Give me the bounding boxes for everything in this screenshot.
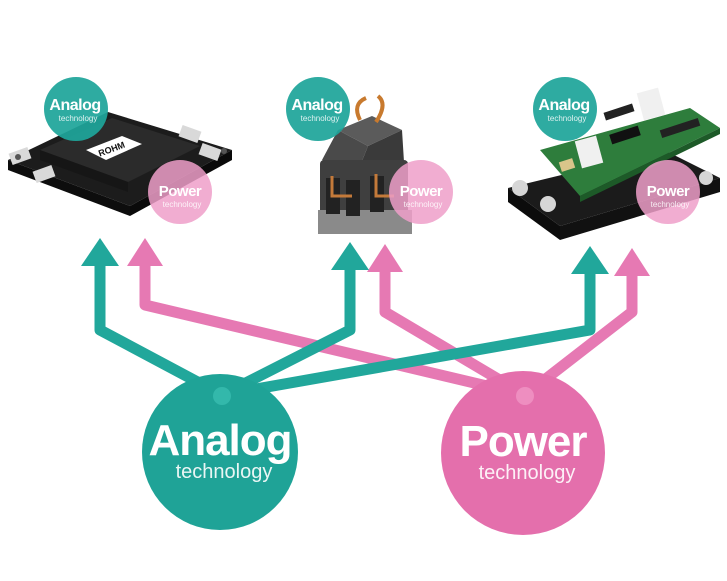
module2-copper: [374, 174, 394, 198]
power-badge-subtitle: technology: [651, 200, 690, 209]
analog-hub-title: Analog: [148, 416, 291, 465]
power-hub-title: Power: [459, 417, 587, 466]
module1-label: [86, 136, 142, 160]
sic-module-connector: [318, 94, 412, 234]
power-arrowhead-middle: [367, 244, 403, 272]
module3-connector: [558, 158, 576, 172]
module1-screw: [221, 148, 227, 154]
module2-clamp: [346, 180, 360, 216]
module1-screw: [15, 154, 21, 160]
analog-arrowhead-right: [571, 246, 609, 274]
module3-transformer: [636, 87, 666, 121]
module3-header: [659, 118, 701, 138]
module1-terminal: [32, 164, 56, 184]
module3-power-badge: Power technology: [636, 160, 700, 224]
power-badge-circle: [389, 160, 453, 224]
module2-wire: [355, 96, 367, 121]
module3-pcb-edge: [580, 128, 720, 202]
power-arrowheads: [127, 238, 650, 276]
analog-badge-subtitle: technology: [301, 114, 340, 123]
module3-terminal: [540, 196, 556, 212]
module3-transformer: [574, 135, 604, 169]
analog-hub-node: [213, 387, 231, 405]
analog-hub-subtitle: technology: [176, 461, 273, 483]
module2-copper: [330, 176, 352, 198]
module3-analog-badge: Analog technology: [533, 77, 597, 141]
module1-analog-badge: Analog technology: [44, 77, 108, 141]
module3-terminal: [699, 171, 713, 185]
power-arrowhead-right: [614, 248, 650, 276]
module2-top: [338, 116, 402, 146]
analog-badge-circle: [286, 77, 350, 141]
analog-badge-title: Analog: [291, 97, 342, 114]
analog-arrowheads: [81, 238, 609, 274]
power-line-middle: [379, 268, 528, 400]
module1-body-front: [40, 150, 128, 192]
analog-line-right: [221, 270, 596, 401]
analog-badge-title: Analog: [49, 97, 100, 114]
analog-line-left: [94, 262, 225, 400]
analog-badge-circle: [44, 77, 108, 141]
analog-badge-title: Analog: [538, 97, 589, 114]
analog-arrowhead-left: [81, 238, 119, 266]
power-badge-circle: [636, 160, 700, 224]
module3-terminal: [512, 180, 528, 196]
module2-power-badge: Power technology: [389, 160, 453, 224]
module3-header: [603, 103, 635, 121]
analog-connectors: [94, 262, 596, 401]
power-badge-subtitle: technology: [163, 200, 202, 209]
module2-housing: [320, 160, 408, 226]
power-badge-circle: [148, 160, 212, 224]
power-badge-title: Power: [400, 183, 443, 200]
analog-badge-subtitle: technology: [548, 114, 587, 123]
power-badge-title: Power: [159, 183, 202, 200]
analog-badge-circle: [533, 77, 597, 141]
module2-wire: [374, 94, 385, 124]
module1-terminal: [178, 124, 202, 144]
module1-terminal: [198, 142, 222, 162]
analog-hub: Analog technology: [142, 374, 298, 530]
module3-chip: [609, 125, 641, 145]
module1-power-badge: Power technology: [148, 160, 212, 224]
power-badge-subtitle: technology: [404, 200, 443, 209]
analog-hub-circle: [142, 374, 298, 530]
power-badge-title: Power: [647, 183, 690, 200]
power-hub: Power technology: [441, 371, 605, 535]
module2-analog-badge: Analog technology: [286, 77, 350, 141]
power-hub-circle: [441, 371, 605, 535]
analog-arrowhead-middle: [331, 242, 369, 270]
power-line-right: [521, 272, 638, 400]
power-hub-node: [516, 387, 534, 405]
analog-line-middle: [219, 266, 356, 400]
module3-base-front: [508, 188, 560, 240]
power-arrowhead-left: [127, 238, 163, 266]
analog-badge-subtitle: technology: [59, 114, 98, 123]
power-hub-subtitle: technology: [479, 462, 576, 484]
